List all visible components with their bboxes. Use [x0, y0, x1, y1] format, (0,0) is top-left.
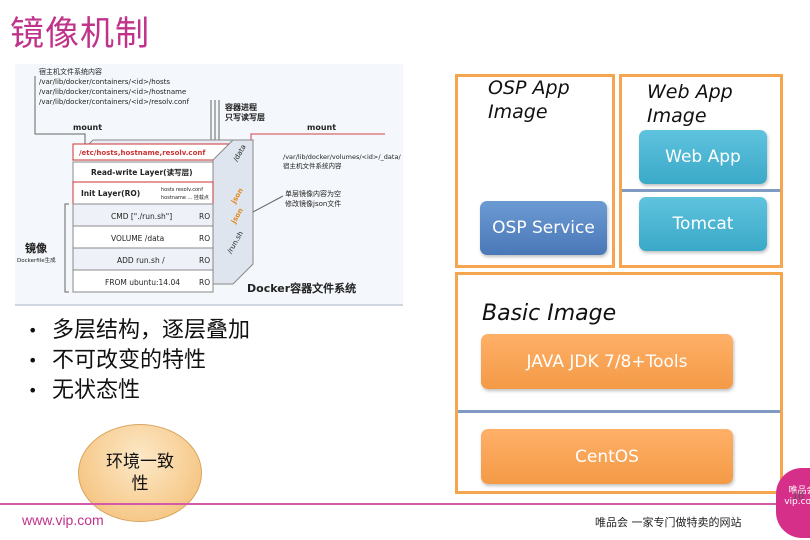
- host-path-2: /var/lib/docker/containers/<id>/hostname: [39, 88, 186, 96]
- web-app-image-label: Web App Image: [647, 80, 733, 128]
- bullet-icon: •: [28, 351, 38, 370]
- image-label: 镜像: [25, 241, 48, 255]
- footer-slogan: 唯品会 一家专门做特卖的网站: [595, 516, 742, 529]
- docker-layers-diagram: 宿主机文件系统内容 /var/lib/docker/containers/<id…: [17, 67, 401, 295]
- osp-label-line-1: OSP App: [488, 77, 570, 99]
- web-label-line-1: Web App: [647, 81, 733, 103]
- centos-tile: CentOS: [481, 429, 733, 484]
- osp-label-line-2: Image: [488, 101, 548, 123]
- osp-app-image-label: OSP App Image: [488, 76, 570, 124]
- layer-add-mode: RO: [199, 256, 210, 265]
- footer-divider: [0, 503, 810, 505]
- init-files-2: hostname ... 挂载点: [161, 194, 209, 201]
- consistency-circle: 环境一致性: [78, 424, 202, 522]
- circle-text-line-2: 性: [131, 474, 149, 494]
- mount-right-label: mount: [307, 123, 336, 132]
- image-bracket: [64, 203, 69, 293]
- osp-app-image-box: [455, 74, 615, 268]
- layer-volume-label: VOLUME /data: [111, 234, 164, 243]
- tomcat-tile: Tomcat: [639, 197, 767, 251]
- feature-list: • 多层结构，逐层叠加 • 不可改变的特性 • 无状态性: [28, 316, 250, 406]
- web-layer-separator: [622, 189, 780, 192]
- web-app-tile: Web App: [639, 130, 767, 184]
- bullet-text: 无状态性: [52, 378, 141, 403]
- host-path-3: /var/lib/docker/containers/<id>/resolv.c…: [39, 98, 190, 106]
- java-jdk-tile: JAVA JDK 7/8+Tools: [481, 334, 733, 389]
- bullet-text: 多层结构，逐层叠加: [52, 318, 251, 343]
- image-sub-label: Dockerfile生成: [17, 256, 56, 264]
- note-line-2: 修改镜像json文件: [285, 199, 341, 208]
- vip-logo-badge: 唯品会 vip.com: [776, 468, 810, 538]
- basic-image-box: [455, 272, 783, 494]
- web-label-line-2: Image: [647, 105, 707, 127]
- volume-host-label: 宿主机文件系统内容: [283, 161, 342, 170]
- bullet-icon: •: [28, 381, 38, 400]
- mount-right-connector: [250, 133, 385, 154]
- page-title: 镜像机制: [10, 14, 150, 54]
- layer-from: [72, 269, 214, 293]
- layer-from-label: FROM ubuntu:14.04: [105, 278, 180, 287]
- note-line-1: 单层镜像内容为空: [285, 189, 341, 198]
- volume-path: /var/lib/docker/volumes/<id>/_data/: [283, 153, 401, 161]
- badge-line-1: 唯品会: [788, 486, 810, 496]
- container-rw-label: 只写读写层: [225, 112, 265, 122]
- basic-layer-separator: [458, 410, 780, 413]
- layer-add-label: ADD run.sh /: [117, 256, 165, 265]
- bullet-icon: •: [28, 321, 38, 340]
- list-item: • 无状态性: [28, 376, 250, 406]
- note-connector: [252, 195, 284, 213]
- osp-service-tile: OSP Service: [480, 201, 607, 255]
- docker-filesystem-figure: 宿主机文件系统内容 /var/lib/docker/containers/<id…: [15, 64, 403, 306]
- layer-from-mode: RO: [199, 278, 210, 287]
- layer-cmd-mode: RO: [199, 212, 210, 221]
- badge-line-2: vip.com: [784, 497, 810, 507]
- mount-left-label: mount: [73, 123, 102, 132]
- rw-layer-label: Read-write Layer(读写层): [91, 167, 193, 177]
- stack-side-face: [212, 139, 254, 285]
- host-path-1: /var/lib/docker/containers/<id>/hosts: [39, 78, 170, 86]
- layer-cmd-label: CMD ["./run.sh"]: [111, 212, 172, 221]
- basic-image-label: Basic Image: [482, 301, 617, 326]
- layer-volume-mode: RO: [199, 234, 210, 243]
- web-app-image-box: [619, 74, 783, 268]
- host-title: 宿主机文件系统内容: [39, 67, 102, 76]
- container-process-label: 容器进程: [224, 102, 257, 112]
- list-item: • 多层结构，逐层叠加: [28, 316, 250, 346]
- bullet-text: 不可改变的特性: [52, 348, 207, 373]
- init-layer-label: Init Layer(RO): [81, 189, 140, 198]
- page-number: 18: [792, 488, 804, 502]
- figure-caption: Docker容器文件系统: [247, 281, 356, 295]
- footer-site: www.vip.com: [22, 512, 104, 528]
- circle-text-line-1: 环境一致: [106, 452, 174, 472]
- list-item: • 不可改变的特性: [28, 346, 250, 376]
- init-files-1: hosts resolv.conf: [161, 187, 203, 193]
- top-files-text: /etc/hosts,hostname,resolv.conf: [79, 149, 206, 157]
